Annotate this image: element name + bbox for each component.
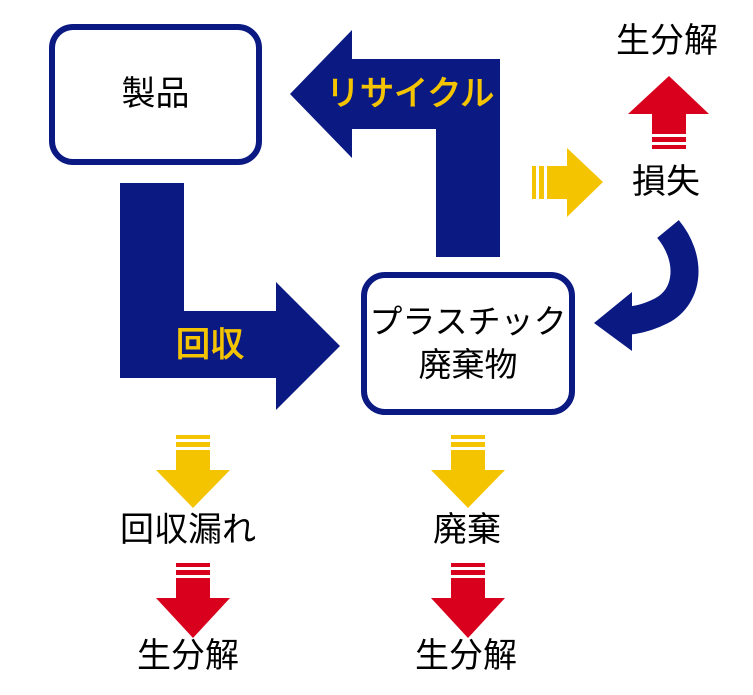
yellow-arrow-to-loss xyxy=(532,148,603,217)
product-label: 製品 xyxy=(121,74,190,115)
yellow-arrow-down-right xyxy=(431,435,505,508)
recycle-label: リサイクル xyxy=(326,74,495,114)
plastic-waste-box: プラスチック 廃棄物 xyxy=(361,272,575,415)
plastic-waste-label-line1: プラスチック xyxy=(369,301,567,341)
red-arrow-up xyxy=(628,76,709,149)
biodegradation-top-label: 生分解 xyxy=(616,21,718,61)
collection-arrow xyxy=(120,183,340,410)
collection-label: 回収 xyxy=(176,325,244,365)
product-box: 製品 xyxy=(49,24,262,165)
biodegradation-right-label: 生分解 xyxy=(415,636,517,676)
yellow-arrow-down-left xyxy=(156,435,230,508)
loss-return-arrowhead xyxy=(594,292,632,351)
loss-label: 損失 xyxy=(632,162,700,202)
recycle-arrow xyxy=(290,30,500,257)
uncollected-label: 回収漏れ xyxy=(120,510,256,550)
disposal-label: 廃棄 xyxy=(433,510,501,550)
red-arrow-down-right xyxy=(431,563,505,638)
red-arrow-down-left xyxy=(156,563,230,638)
plastic-waste-label-line2: 廃棄物 xyxy=(418,344,518,384)
loss-return-arrow xyxy=(621,220,699,335)
biodegradation-left-label: 生分解 xyxy=(137,636,239,676)
